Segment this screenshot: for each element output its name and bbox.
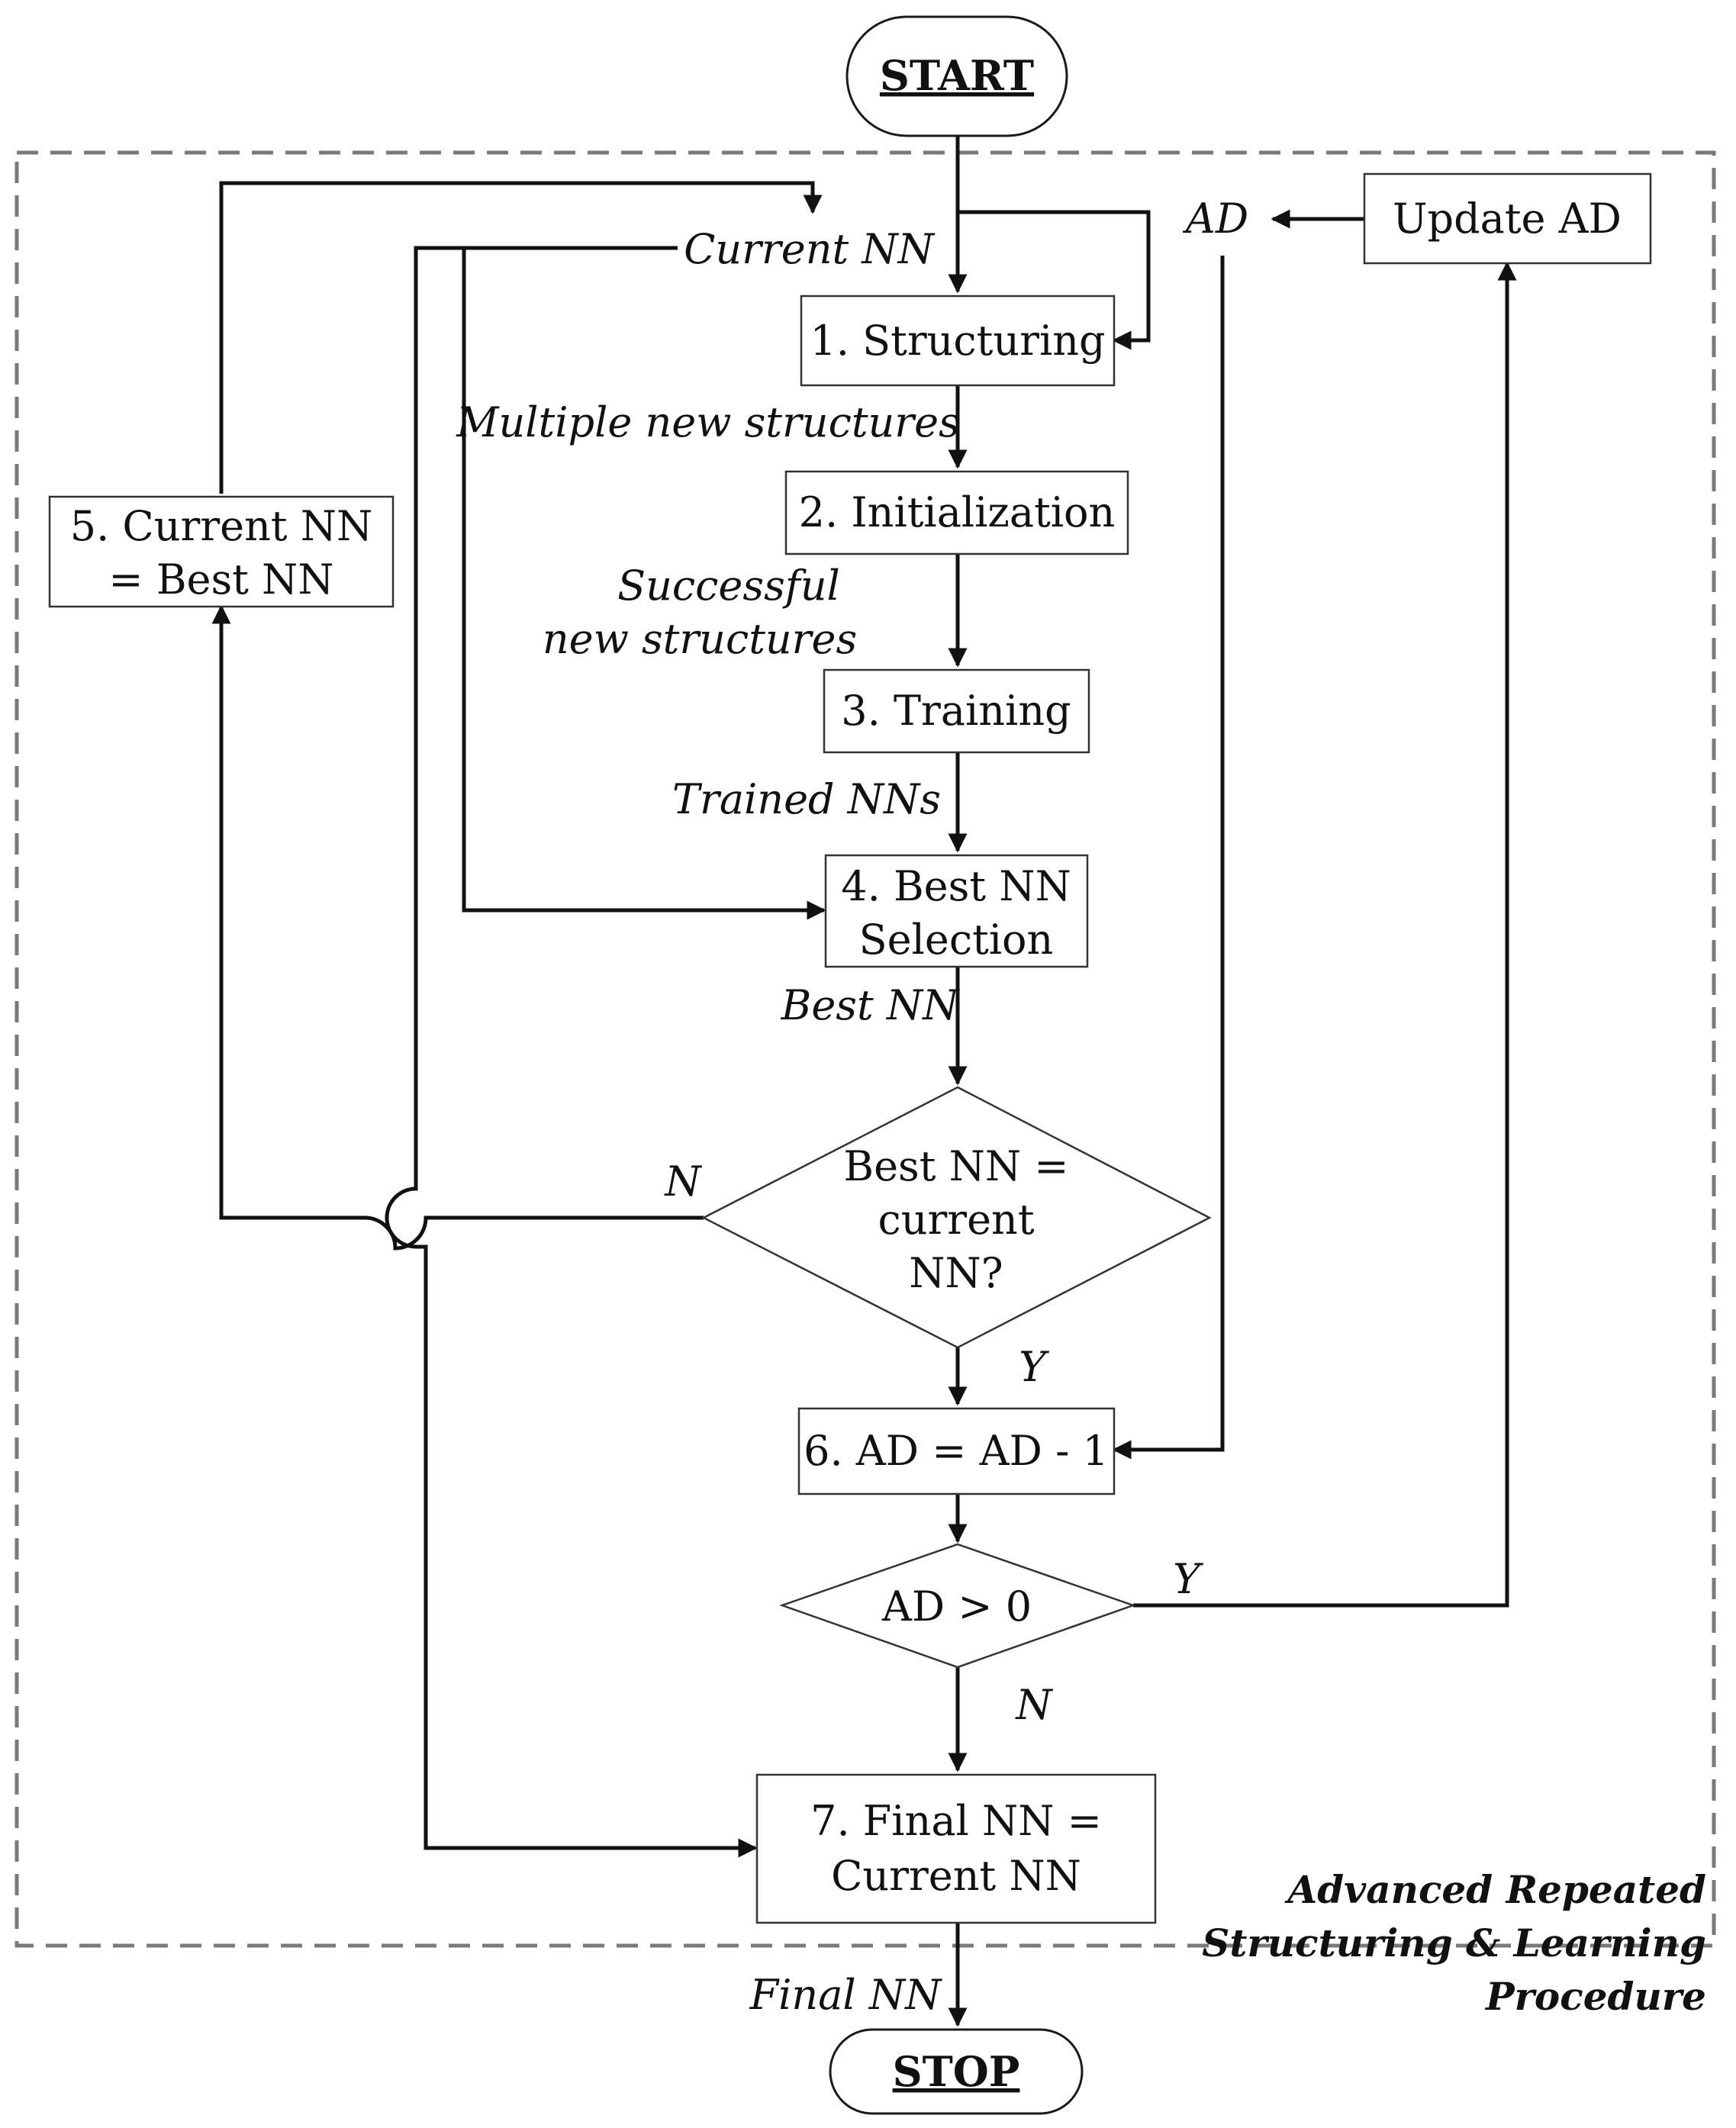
label-new-structures: new structures bbox=[543, 615, 857, 663]
label-decision-no: N bbox=[663, 1157, 702, 1206]
stop-label: STOP bbox=[893, 2047, 1020, 2096]
svg-text:Current NN: Current NN bbox=[831, 1852, 1081, 1900]
step-initialization: 2. Initialization bbox=[784, 470, 1129, 555]
decision-ad-positive: AD > 0 bbox=[779, 1543, 1136, 1669]
connector-ad-check-yes-to-update bbox=[1133, 261, 1517, 1608]
start-terminal: START bbox=[845, 15, 1068, 137]
label-successful: Successful bbox=[617, 562, 840, 610]
stop-terminal: STOP bbox=[829, 2028, 1084, 2115]
svg-text:Structuring & Learning: Structuring & Learning bbox=[1202, 1920, 1706, 1965]
start-label: START bbox=[880, 51, 1034, 100]
svg-text:current: current bbox=[878, 1196, 1034, 1244]
step-update-ad: Update AD bbox=[1363, 172, 1652, 265]
step-final: 7. Final NN = Current NN bbox=[755, 1773, 1157, 1924]
connector-loop-into-structuring bbox=[958, 210, 1151, 350]
svg-text:2. Initialization: 2. Initialization bbox=[799, 488, 1116, 536]
svg-text:5. Current NN: 5. Current NN bbox=[70, 502, 373, 550]
label-ad-check-no: N bbox=[1014, 1681, 1053, 1729]
procedure-caption: Advanced Repeated Structuring & Learning… bbox=[1202, 1867, 1706, 2019]
label-current-nn: Current NN bbox=[684, 225, 936, 273]
svg-text:= Best NN: = Best NN bbox=[108, 555, 333, 604]
svg-text:Update AD: Update AD bbox=[1393, 195, 1622, 243]
decision-best-is-current: Best NN = current NN? bbox=[701, 1086, 1212, 1349]
step-current-eq-best: 5. Current NN = Best NN bbox=[48, 495, 395, 608]
label-decision-yes: Y bbox=[1019, 1343, 1049, 1391]
label-trained-nns: Trained NNs bbox=[672, 775, 941, 823]
step-best-selection: 4. Best NN Selection bbox=[824, 854, 1089, 968]
step-structuring: 1. Structuring bbox=[800, 295, 1116, 387]
step-training: 3. Training bbox=[823, 668, 1090, 754]
svg-text:AD > 0: AD > 0 bbox=[881, 1582, 1032, 1631]
svg-text:7. Final NN =: 7. Final NN = bbox=[810, 1797, 1102, 1845]
label-ad: AD bbox=[1182, 195, 1248, 243]
connector-ad-to-ad-decrement bbox=[1112, 256, 1225, 1460]
procedure-boundary bbox=[14, 150, 1716, 1948]
label-ad-check-yes: Y bbox=[1173, 1555, 1203, 1603]
connector-current-to-selection bbox=[462, 246, 826, 920]
label-multiple-new-structures: Multiple new structures bbox=[456, 398, 960, 446]
svg-text:Selection: Selection bbox=[859, 916, 1054, 964]
svg-text:4. Best NN: 4. Best NN bbox=[841, 862, 1071, 910]
label-best-nn: Best NN bbox=[781, 981, 960, 1029]
svg-text:1. Structuring: 1. Structuring bbox=[810, 317, 1105, 365]
svg-text:6. AD = AD - 1: 6. AD = AD - 1 bbox=[804, 1427, 1109, 1475]
svg-text:Best NN =: Best NN = bbox=[843, 1142, 1068, 1190]
svg-text:Procedure: Procedure bbox=[1484, 1974, 1706, 2019]
connector-current-to-final bbox=[385, 246, 758, 1858]
svg-text:NN?: NN? bbox=[909, 1249, 1003, 1297]
svg-text:Advanced Repeated: Advanced Repeated bbox=[1284, 1867, 1706, 1912]
connector-current-eq-best-to-loop bbox=[219, 181, 823, 494]
connectors bbox=[211, 136, 1517, 2027]
label-final-nn: Final NN bbox=[749, 1971, 942, 2019]
svg-text:3. Training: 3. Training bbox=[841, 687, 1071, 735]
step-ad-decrement: 6. AD = AD - 1 bbox=[797, 1407, 1116, 1495]
connector-decision-no-to-current-eq-best bbox=[211, 604, 704, 1251]
